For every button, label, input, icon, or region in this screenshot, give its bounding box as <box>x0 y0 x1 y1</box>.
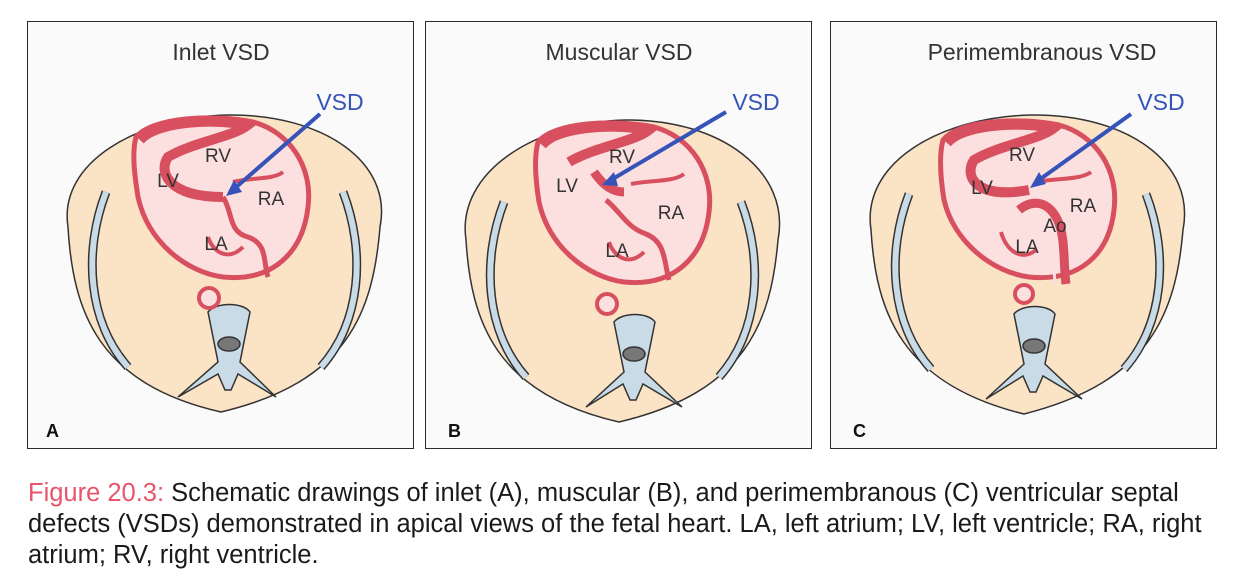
panel-inlet-vsd: Inlet VSD RV LV RA LA VSD A <box>27 21 414 449</box>
diagram-perimembranous-vsd: Perimembranous VSD RV LV RA Ao LA VSD C <box>853 39 1186 441</box>
label-la: LA <box>605 241 629 262</box>
label-la: LA <box>204 234 228 255</box>
panel-title: Inlet VSD <box>172 39 269 65</box>
spine <box>177 303 277 398</box>
figure-caption: Figure 20.3: Schematic drawings of inlet… <box>28 478 1238 571</box>
panel-muscular-vsd: Muscular VSD RV LV RA LA VSD B <box>425 21 812 449</box>
vsd-arrow <box>232 112 322 191</box>
panel-title: Perimembranous VSD <box>928 39 1157 65</box>
panel-letter: A <box>46 421 59 441</box>
heart <box>533 120 713 286</box>
diagram-inlet-vsd: Inlet VSD RV LV RA LA VSD A <box>46 39 383 441</box>
vsd-label: VSD <box>316 89 363 115</box>
spine <box>985 305 1083 400</box>
heart <box>938 118 1118 285</box>
label-rv: RV <box>609 147 635 168</box>
vsd-arrow <box>609 110 728 182</box>
panel-letter: B <box>448 421 461 441</box>
label-lv: LV <box>971 178 993 199</box>
label-rv: RV <box>205 146 231 167</box>
heart <box>131 115 312 281</box>
diagram-muscular-vsd: Muscular VSD RV LV RA LA VSD B <box>448 39 781 441</box>
label-rv: RV <box>1009 145 1035 166</box>
label-ra: RA <box>658 203 685 224</box>
spine <box>585 313 683 408</box>
figure-label: Figure 20.3: <box>28 479 165 507</box>
caption-text: Schematic drawings of inlet (A), muscula… <box>28 479 1202 569</box>
panel-title: Muscular VSD <box>546 39 693 65</box>
aorta-circle <box>1013 283 1035 305</box>
vsd-arrow <box>1037 112 1133 182</box>
label-lv: LV <box>157 171 179 192</box>
aorta-circle <box>595 292 619 316</box>
vsd-label: VSD <box>1137 89 1184 115</box>
label-ra: RA <box>258 189 285 210</box>
label-ao: Ao <box>1043 216 1066 237</box>
aorta-circle <box>197 286 221 310</box>
panel-perimembranous-vsd: Perimembranous VSD RV LV RA Ao LA VSD C <box>830 21 1217 449</box>
label-ra: RA <box>1070 196 1097 217</box>
panel-letter: C <box>853 421 866 441</box>
label-la: LA <box>1015 237 1039 258</box>
label-lv: LV <box>556 176 578 197</box>
vsd-label: VSD <box>732 89 779 115</box>
